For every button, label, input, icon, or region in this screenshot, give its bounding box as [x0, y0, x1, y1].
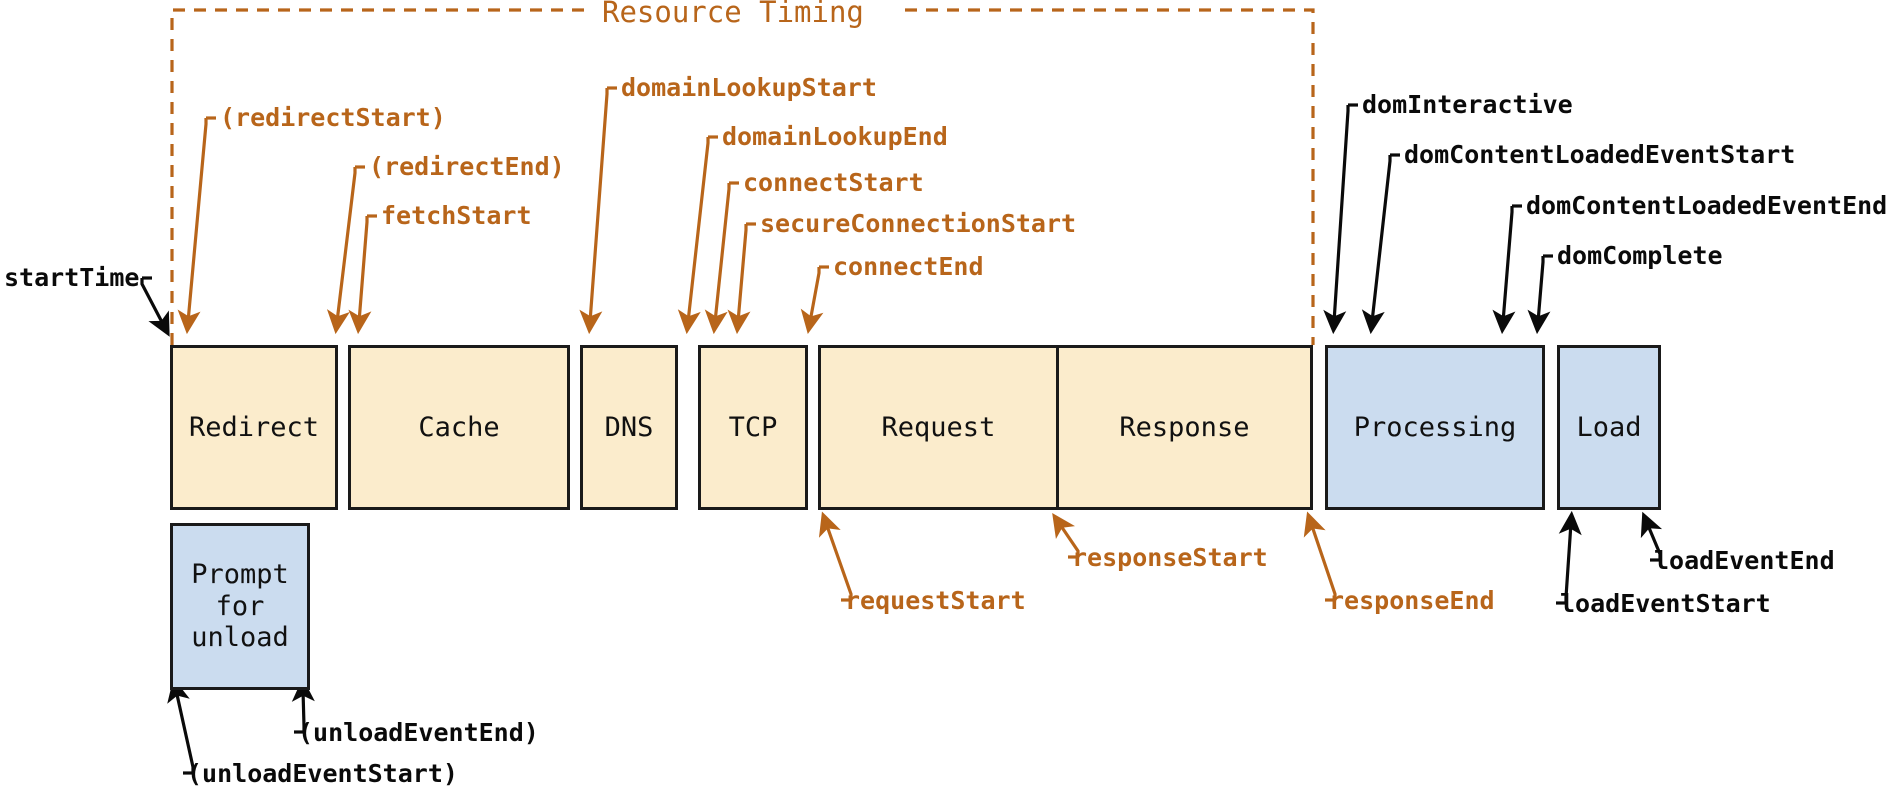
- phase-box-cache[interactable]: Cache: [348, 345, 570, 510]
- phase-box-response[interactable]: Response: [1059, 348, 1310, 507]
- label-connectStart: connectStart: [743, 168, 924, 197]
- leader-connectEnd: [800, 267, 824, 334]
- phase-box-dns[interactable]: DNS: [580, 345, 678, 510]
- label-domainLookupStart: domainLookupStart: [621, 73, 877, 102]
- phase-label-redirect: Redirect: [188, 411, 320, 443]
- label-responseStart: responseStart: [1072, 543, 1268, 572]
- prompt-line-2: for: [215, 590, 265, 622]
- phase-box-load[interactable]: Load: [1557, 345, 1661, 510]
- leader-domInteractive: [1323, 105, 1350, 335]
- label-domContentLoadedEventStart: domContentLoadedEventStart: [1404, 140, 1796, 169]
- label-startTime: startTime: [4, 263, 140, 292]
- leader-redirectEnd: [326, 167, 357, 335]
- request-response-divider: [1055, 348, 1059, 507]
- phase-label-processing: Processing: [1353, 411, 1517, 443]
- leader-domainLookupStart: [579, 88, 609, 335]
- leader-domainLookupEnd: [677, 137, 710, 335]
- leader-fetchStart: [348, 216, 372, 335]
- label-unloadEventStart: (unloadEventStart): [187, 759, 458, 788]
- phase-label-load: Load: [1576, 411, 1642, 443]
- phase-label-cache: Cache: [418, 411, 500, 443]
- prompt-line-1: Prompt: [191, 558, 289, 590]
- phase-box-processing[interactable]: Processing: [1325, 345, 1545, 510]
- label-connectEnd: connectEnd: [833, 252, 984, 281]
- label-domainLookupEnd: domainLookupEnd: [722, 122, 948, 151]
- leader-domContentLoadedEventStart: [1361, 155, 1392, 335]
- label-secureConnectionStart: secureConnectionStart: [760, 209, 1077, 238]
- leader-secureConnectionStart: [727, 224, 751, 335]
- leader-domComplete: [1527, 256, 1551, 335]
- prompt-line-3: unload: [191, 622, 289, 654]
- label-requestStart: requestStart: [845, 586, 1026, 615]
- label-fetchStart: fetchStart: [381, 201, 532, 230]
- phase-label-dns: DNS: [604, 411, 654, 443]
- label-responseEnd: responseEnd: [1329, 586, 1495, 615]
- phase-box-redirect[interactable]: Redirect: [170, 345, 338, 510]
- label-unloadEventEnd: (unloadEventEnd): [298, 718, 539, 747]
- leader-connectStart: [704, 183, 731, 335]
- label-redirectStart: (redirectStart): [220, 103, 446, 132]
- label-redirectEnd: (redirectEnd): [369, 152, 565, 181]
- leader-startTime: [140, 278, 170, 337]
- label-domContentLoadedEventEnd: domContentLoadedEventEnd: [1526, 191, 1888, 220]
- phase-label-request: Request: [881, 411, 996, 443]
- phase-box-request[interactable]: Request: [821, 348, 1056, 507]
- phase-box-tcp[interactable]: TCP: [698, 345, 808, 510]
- phase-box-request-response[interactable]: Request Response: [818, 345, 1313, 510]
- phase-label-tcp: TCP: [728, 411, 778, 443]
- resource-timing-title: Resource Timing: [592, 0, 874, 27]
- label-domInteractive: domInteractive: [1362, 90, 1573, 119]
- leader-redirectStart: [177, 118, 208, 335]
- label-loadEventEnd: loadEventEnd: [1654, 546, 1835, 575]
- phase-label-response: Response: [1119, 411, 1250, 443]
- label-domComplete: domComplete: [1557, 241, 1723, 270]
- phase-label-prompt-for-unload: Prompt for unload: [191, 559, 289, 655]
- leader-domContentLoadedEventEnd: [1492, 206, 1516, 335]
- phase-box-prompt-for-unload[interactable]: Prompt for unload: [170, 523, 310, 690]
- label-loadEventStart: loadEventStart: [1560, 589, 1771, 618]
